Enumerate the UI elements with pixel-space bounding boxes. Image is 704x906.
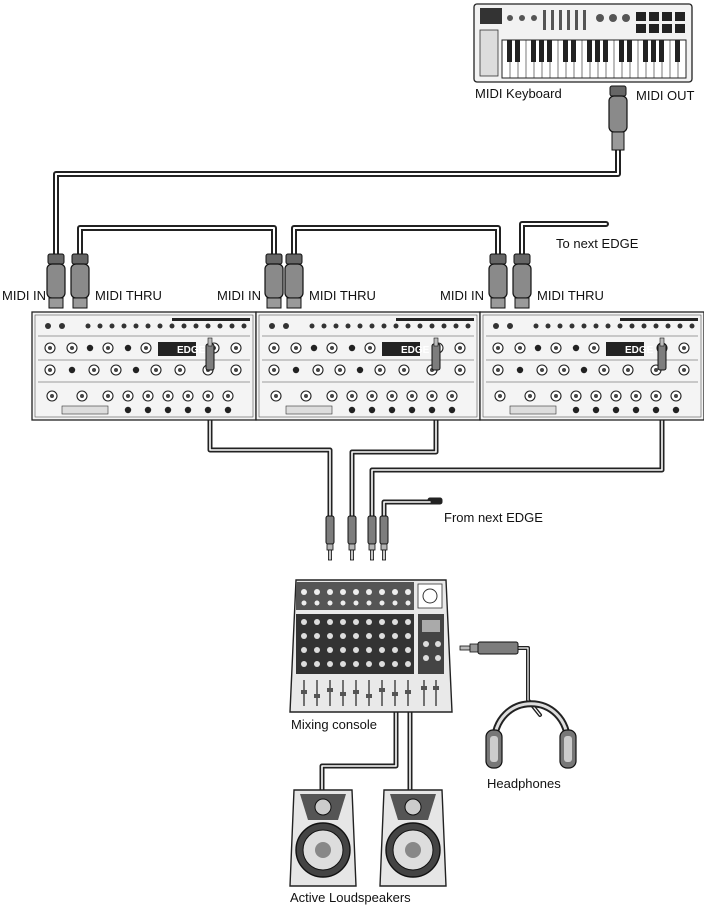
- midi-thru-label-2: MIDI THRU: [309, 288, 376, 303]
- synth-output-plug-3: [657, 337, 667, 371]
- mixer-input-plug-3: [367, 515, 377, 561]
- midi-in-label-1: MIDI IN: [2, 288, 47, 303]
- midi-in-plug-3: [488, 253, 508, 309]
- edge-brand-3: EDGE: [625, 345, 654, 356]
- to-next-edge-label: To next EDGE: [556, 236, 639, 251]
- midi-out-label: MIDI OUT: [636, 88, 695, 103]
- synth-output-plug-2: [431, 337, 441, 371]
- midi-cable-thru-1: [77, 225, 277, 265]
- midi-in-label-2: MIDI IN: [217, 288, 262, 303]
- midi-in-plug-1: [46, 253, 66, 309]
- midi-keyboard-label: MIDI Keyboard: [475, 86, 562, 101]
- edge-brand-1: EDGE: [177, 345, 206, 356]
- loudspeaker-right: [379, 789, 447, 887]
- edge-synth-1: EDGE: [32, 312, 256, 420]
- mixer-input-plug-4: [379, 515, 389, 561]
- midi-out-plug: [608, 85, 628, 151]
- midi-thru-label-1: MIDI THRU: [95, 288, 162, 303]
- headphones-label: Headphones: [487, 776, 561, 791]
- synth-output-plug-1: [205, 337, 215, 371]
- loudspeaker-left: [289, 789, 357, 887]
- headphones: [485, 700, 577, 769]
- mixer-input-plug-1: [325, 515, 335, 561]
- mixing-console-label: Mixing console: [291, 717, 377, 732]
- from-next-edge-label: From next EDGE: [444, 510, 543, 525]
- midi-thru-plug-1: [70, 253, 90, 309]
- midi-keyboard: [473, 3, 693, 83]
- edge-brand-2: EDGE: [401, 345, 430, 356]
- midi-thru-plug-2: [284, 253, 304, 309]
- edge-synth-2: EDGE: [256, 312, 480, 420]
- mixing-console: [289, 579, 453, 713]
- active-loudspeakers-label: Active Loudspeakers: [290, 890, 411, 905]
- mixer-input-plug-2: [347, 515, 357, 561]
- midi-cable-thru-2: [291, 225, 501, 265]
- headphone-jack-plug: [459, 641, 519, 655]
- midi-in-plug-2: [264, 253, 284, 309]
- midi-thru-label-3: MIDI THRU: [537, 288, 604, 303]
- midi-cable-keyboard: [53, 147, 621, 265]
- edge-synth-3: EDGE: [480, 312, 704, 420]
- midi-thru-plug-3: [512, 253, 532, 309]
- midi-in-label-3: MIDI IN: [440, 288, 485, 303]
